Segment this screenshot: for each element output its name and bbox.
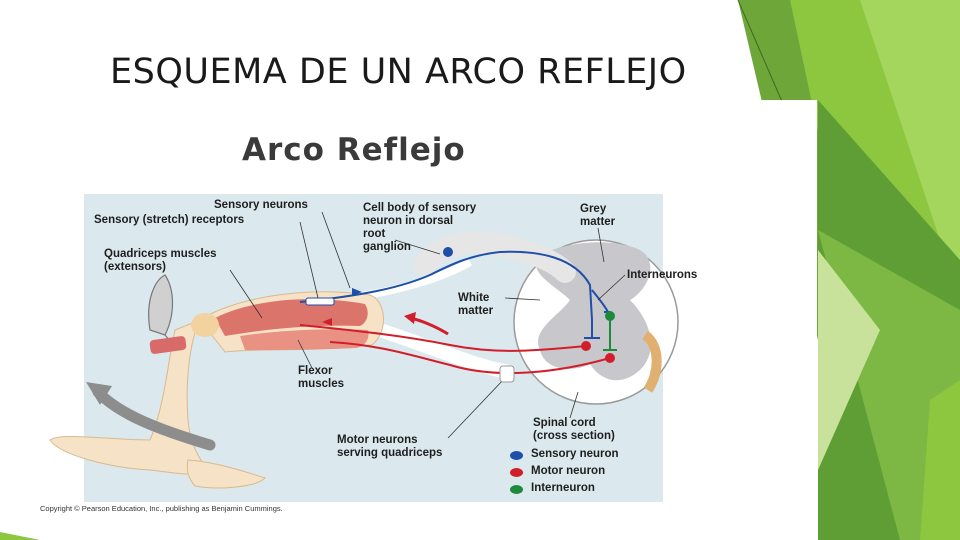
label-sensory-neurons: Sensory neurons <box>214 199 308 212</box>
label-cell-body: Cell body of sensory neuron in dorsal ro… <box>363 202 476 254</box>
legend-label-sensory: Sensory neuron <box>531 448 619 460</box>
label-sensory-receptors: Sensory (stretch) receptors <box>94 214 244 227</box>
copyright-notice: Copyright © Pearson Education, Inc., pub… <box>40 504 283 513</box>
label-flexor: Flexor muscles <box>298 365 344 391</box>
label-grey-matter: Grey matter <box>580 203 615 229</box>
interneuron-cell-body <box>605 311 615 321</box>
label-spinal-cord: Spinal cord (cross section) <box>533 417 615 443</box>
label-motor-neurons: Motor neurons serving quadriceps <box>337 434 442 460</box>
legend-label-motor: Motor neuron <box>531 465 605 477</box>
legend-swatch-interneuron <box>510 485 523 494</box>
motor-arrow <box>410 318 448 334</box>
label-quadriceps: Quadriceps muscles (extensors) <box>104 248 217 274</box>
legend-swatch-motor <box>510 468 523 477</box>
foot <box>187 460 265 488</box>
stretch-receptor <box>306 298 334 305</box>
knee-cap <box>191 313 219 337</box>
label-white-matter: White matter <box>458 292 493 318</box>
legend-swatch-sensory <box>510 451 523 460</box>
label-interneurons: Interneurons <box>627 269 697 282</box>
legend-label-interneuron: Interneuron <box>531 482 595 494</box>
